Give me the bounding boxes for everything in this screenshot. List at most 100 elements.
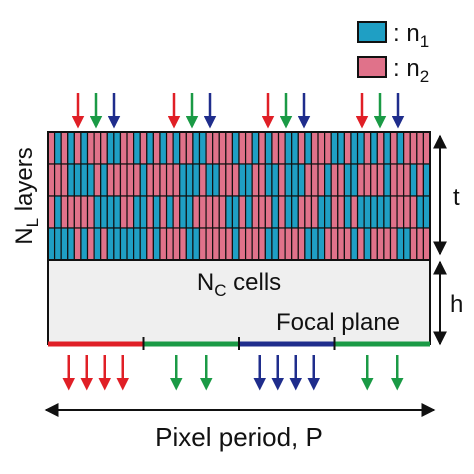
layer-3-cell: [310, 195, 319, 229]
layer-4-cell: [185, 227, 194, 261]
layer-3-cell: [251, 195, 260, 229]
layer-1-cell: [363, 131, 372, 165]
layer-4-cell: [106, 227, 115, 261]
layer-4-cell: [53, 227, 62, 261]
layer-1-cell: [383, 131, 392, 165]
layer-1-cell: [212, 131, 220, 165]
layer-2-cell: [146, 163, 154, 197]
layer-1-cell: [198, 131, 207, 165]
layer-3-cell: [192, 195, 201, 229]
layer-2-cell: [370, 163, 378, 197]
thickness-dimension: t: [433, 134, 460, 256]
layer-3-cell: [126, 195, 135, 229]
layer-3-cell: [185, 195, 194, 229]
focal-plane-label: Focal plane: [276, 309, 400, 336]
layer-4-cell: [152, 227, 161, 261]
layer-4-cell: [317, 227, 326, 261]
layer-2-cell: [192, 163, 201, 197]
layer-3-cell: [396, 195, 405, 229]
layer-2-cell: [297, 163, 306, 197]
layer-4-cell: [403, 227, 411, 261]
layer-1-cell: [244, 131, 253, 165]
layer-1-cell: [343, 131, 352, 165]
layer-4-cell: [93, 227, 102, 261]
layer-2-cell: [172, 163, 181, 197]
layer-4-cell: [67, 227, 75, 261]
focused-arrows: [62, 355, 404, 391]
layer-3-cell: [264, 195, 273, 229]
layer-3-cell: [271, 195, 280, 229]
layer-1-cell: [238, 131, 247, 165]
layer-2-cell: [53, 163, 62, 197]
layer-1-cell: [113, 131, 122, 165]
layer-2-cell: [198, 163, 207, 197]
layer-4-cell: [291, 227, 299, 261]
layer-2-cell: [60, 163, 69, 197]
layer-stack: [47, 131, 431, 261]
layer-4-cell: [350, 227, 359, 261]
layer-1-cell: [403, 131, 411, 165]
layer-4-cell: [225, 227, 234, 261]
layer-4-cell: [251, 227, 260, 261]
layer-2-cell: [350, 163, 359, 197]
layer-4-cell: [244, 227, 253, 261]
layer-4-cell: [146, 227, 154, 261]
layer-1-cell: [159, 131, 168, 165]
layer-3-cell: [80, 195, 89, 229]
layer-3-cell: [350, 195, 359, 229]
layer-3-cell: [370, 195, 378, 229]
layer-1-cell: [416, 131, 425, 165]
layer-3-cell: [225, 195, 234, 229]
layer-1-cell: [271, 131, 280, 165]
layer-1-cell: [225, 131, 234, 165]
layer-2-cell: [409, 163, 418, 197]
layer-4-cell: [284, 227, 293, 261]
layer-2-cell: [376, 163, 385, 197]
layer-2-cell: [126, 163, 135, 197]
layer-1-cell: [73, 131, 82, 165]
layer-1-cell: [297, 131, 306, 165]
layer-4-cell: [238, 227, 247, 261]
layer-3-cell: [277, 195, 286, 229]
layer-2-cell: [67, 163, 75, 197]
layers-label: NL layers: [11, 147, 42, 245]
layer-4-cell: [409, 227, 418, 261]
layer-3-cell: [363, 195, 372, 229]
layer-1-cell: [350, 131, 359, 165]
layer-3-cell: [67, 195, 75, 229]
layer-1-cell: [60, 131, 69, 165]
layer-3-cell: [297, 195, 306, 229]
layer-1-cell: [119, 131, 128, 165]
layer-1-cell: [152, 131, 161, 165]
layer-4-cell: [264, 227, 273, 261]
layer-1-cell: [172, 131, 181, 165]
layer-3-cell: [113, 195, 122, 229]
layer-4-cell: [205, 227, 214, 261]
layer-1-cell: [146, 131, 154, 165]
layer-2-cell: [212, 163, 220, 197]
layer-2-cell: [304, 163, 313, 197]
layer-2-cell: [119, 163, 128, 197]
layer-2-cell: [165, 163, 174, 197]
layer-4-cell: [330, 227, 339, 261]
layer-1-cell: [251, 131, 260, 165]
layer-4-cell: [356, 227, 365, 261]
layer-2-cell: [258, 163, 266, 197]
layer-1-cell: [409, 131, 418, 165]
layer-3-cell: [198, 195, 207, 229]
layer-4-cell: [198, 227, 207, 261]
height-label: h: [450, 291, 463, 318]
layer-1-cell: [185, 131, 194, 165]
layer-1-cell: [139, 131, 148, 165]
layer-1-cell: [396, 131, 405, 165]
layer-1-cell: [100, 131, 108, 165]
layer-1-cell: [337, 131, 345, 165]
thickness-label: t: [453, 184, 460, 211]
layer-2-cell: [106, 163, 115, 197]
layer-1-cell: [106, 131, 115, 165]
period-dimension: Pixel period, P: [44, 403, 436, 452]
layer-1-cell: [310, 131, 319, 165]
layer-1-cell: [370, 131, 378, 165]
layer-3-cell: [106, 195, 115, 229]
